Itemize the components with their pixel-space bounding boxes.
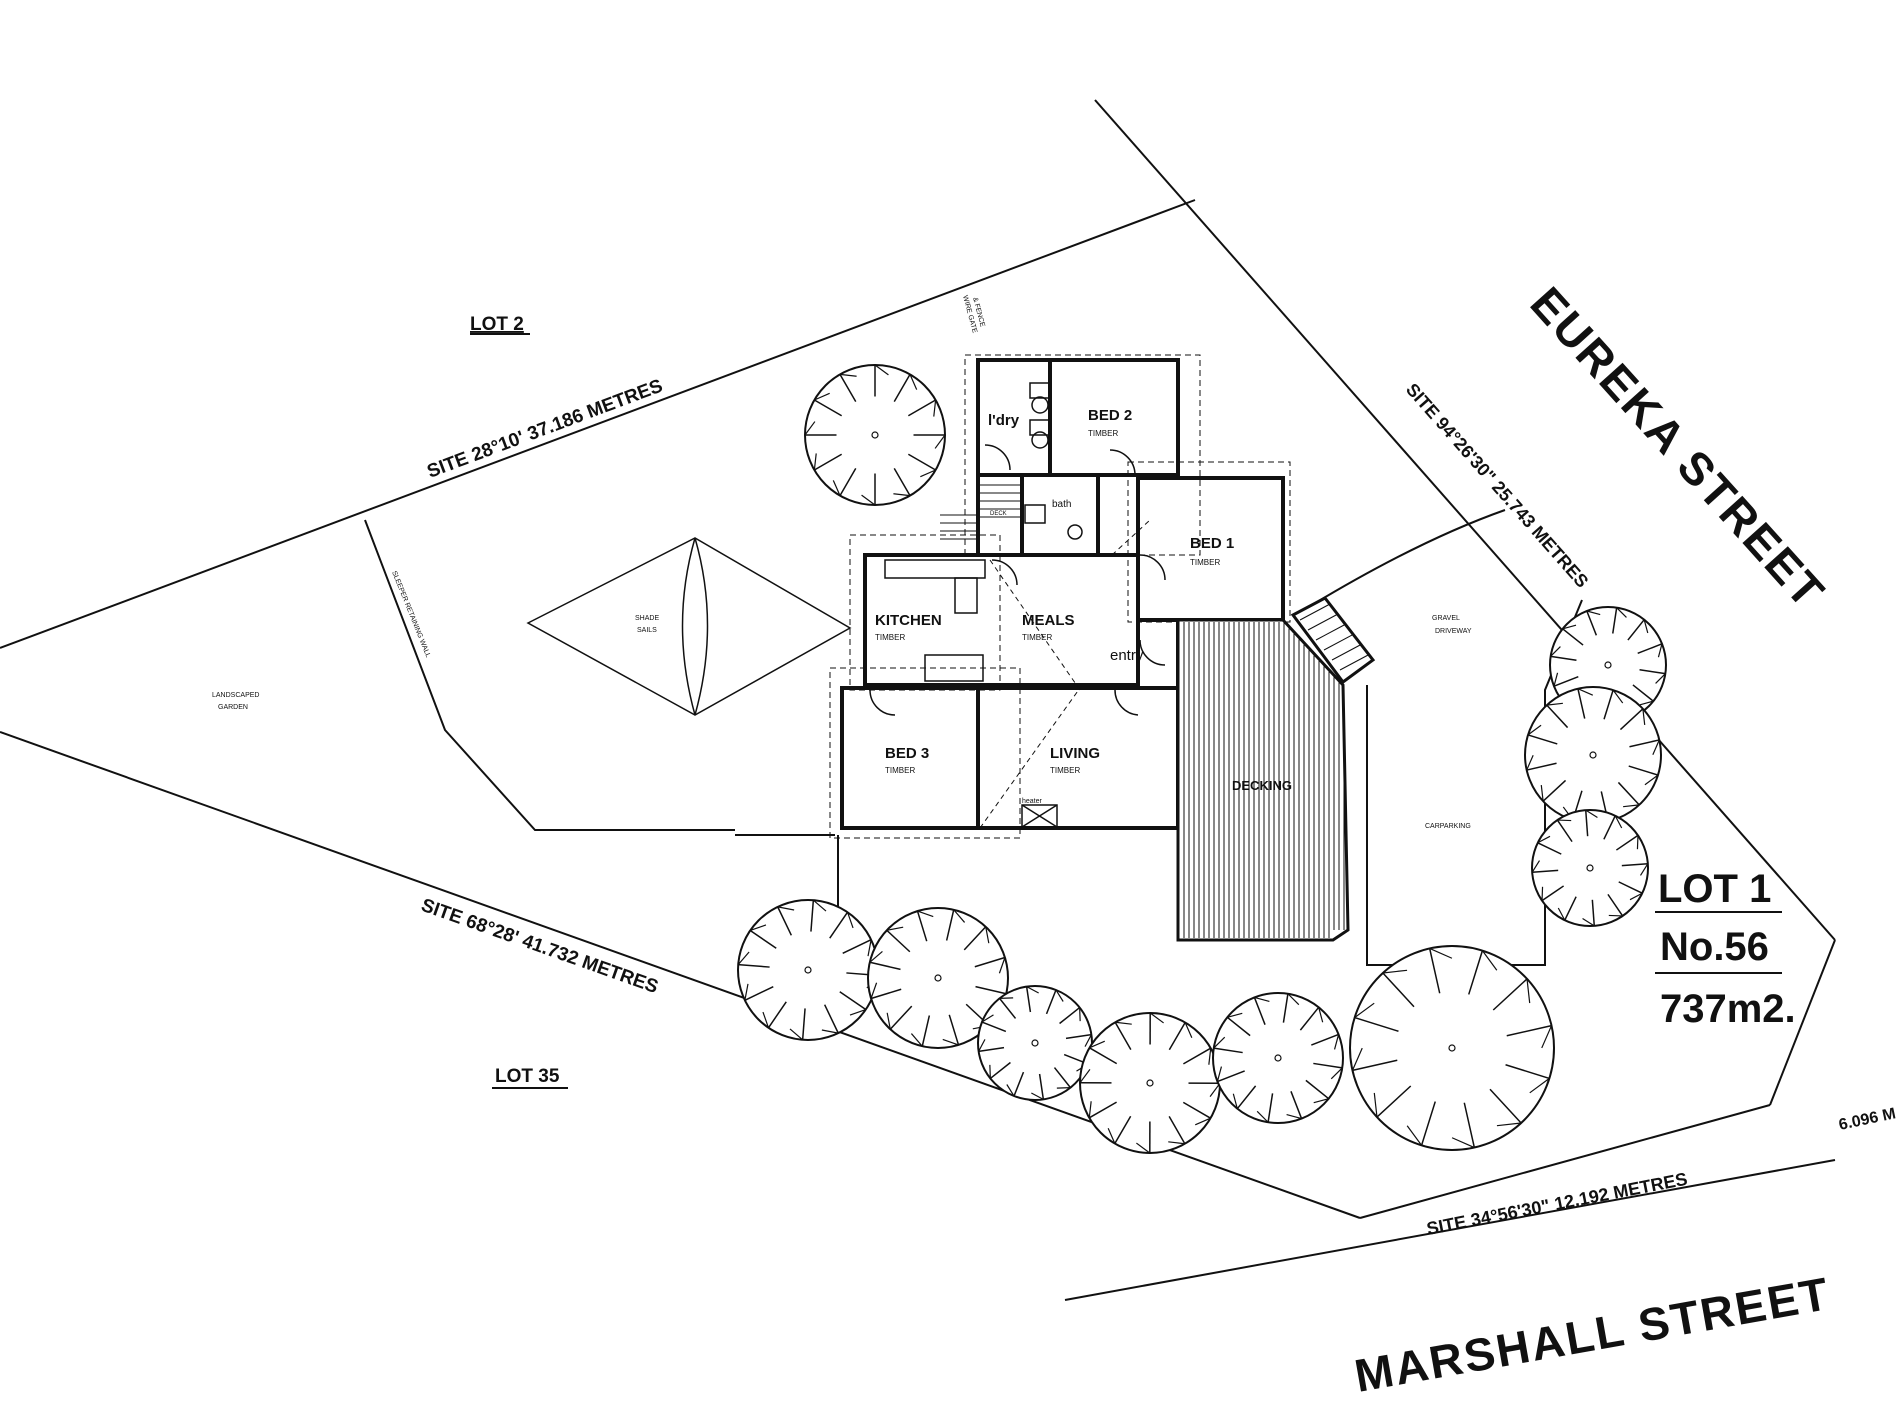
room-bed-3-floor: TIMBER [885,766,915,775]
boundary-south: SITE 34°56'30" 12.192 METRES [1425,1169,1689,1239]
marshall-street-label: MARSHALL STREET [1351,1267,1834,1402]
lot-1-label: LOT 1 [1658,867,1771,911]
room-entry: entry [1110,647,1144,664]
room-meals-floor: TIMBER [1022,633,1052,642]
trees [737,364,1667,1154]
lot-1-block: LOT 1 No.56 737m2. [1655,867,1796,1031]
room-kitchen: KITCHEN [875,612,942,629]
decking-label: DECKING [1232,778,1292,793]
heater-label: heater [1022,798,1043,805]
shade-sails-label-1: SHADE [635,615,659,622]
shade-sails-label-2: SAILS [637,627,657,634]
decking [1176,596,1376,942]
retaining-wall-label: SLEEPER RETAINING WALL [390,570,431,659]
tree-icon [977,985,1093,1101]
lot-35-label: LOT 35 [495,1066,560,1087]
tree-icon [804,364,946,506]
driveway-label-2: DRIVEWAY [1435,628,1472,635]
landscaped-label-1: LANDSCAPED [212,692,259,699]
tree-icon [1531,809,1649,927]
lot-2-label: LOT 2 [470,314,524,335]
boundary-south-west: SITE 68°28' 41.732 METRES [418,895,660,998]
room-meals: MEALS [1022,612,1075,629]
tree-icon [1349,945,1555,1151]
room-living: LIVING [1050,745,1100,762]
tree-icon [1524,686,1662,824]
room-kitchen-floor: TIMBER [875,633,905,642]
room-bed-3: BED 3 [885,745,929,762]
boundary-corner: 6.096 M [1837,1105,1897,1134]
room-bed-1: BED 1 [1190,535,1234,552]
driveway-label-1: GRAVEL [1432,615,1460,622]
lot-area: 737m2. [1660,987,1796,1031]
room-bed-2-floor: TIMBER [1088,429,1118,438]
room-bed-1-floor: TIMBER [1190,558,1220,567]
room-living-floor: TIMBER [1050,766,1080,775]
room-deck: DECK [990,511,1007,517]
room-bed-2: BED 2 [1088,407,1132,424]
room-laundry: l'dry [988,412,1020,429]
carparking-label: CARPARKING [1425,823,1471,830]
shade-sails [526,537,852,716]
tree-icon [1079,1012,1221,1154]
tree-icon [1212,992,1344,1124]
boundary-north-east: SITE 94°26'30" 25.743 METRES [1402,379,1592,591]
lot-number: No.56 [1660,925,1769,969]
tree-icon [737,899,879,1041]
room-bath: bath [1052,499,1071,510]
boundary-north-west: SITE 28°10' 37.186 METRES [424,376,665,483]
landscaped-label-2: GARDEN [218,704,248,711]
